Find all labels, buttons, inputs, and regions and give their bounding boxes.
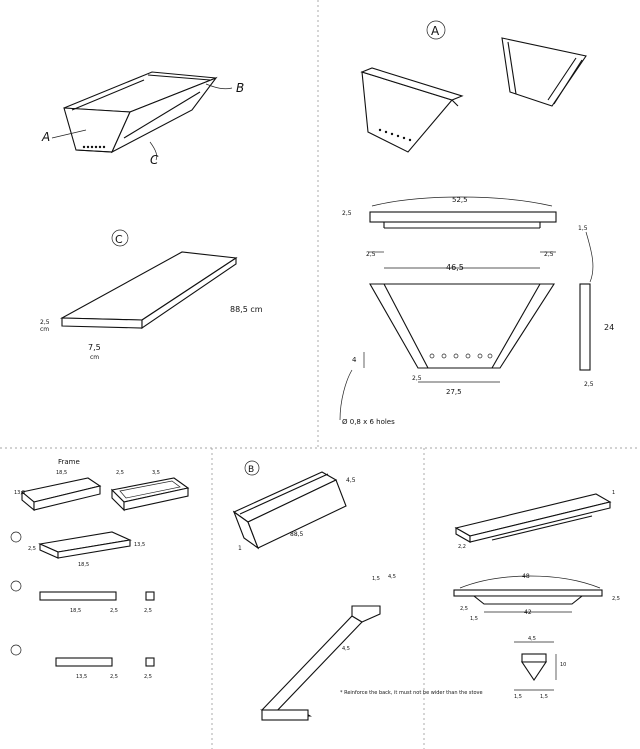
holes-leader-line <box>339 369 353 421</box>
frame-box-drawing <box>20 477 190 512</box>
frame-dim-11: 13,5 <box>76 674 87 680</box>
frame-bar-section <box>145 591 155 601</box>
right-dim-g: 2,5 <box>612 596 620 602</box>
right-dim-e: 42 <box>524 609 532 616</box>
dim-inset-right: 2,5 <box>544 251 554 258</box>
frame-dim-5: 18,5 <box>78 562 89 568</box>
part-a-side-rail-drawing <box>579 231 594 371</box>
frame-dim-3: 2,5 <box>116 470 124 476</box>
dim-top-rail-length: 52,5 <box>452 196 468 204</box>
panel-b-circle <box>244 460 260 476</box>
assembly-label-a: A <box>41 130 50 144</box>
right-profile-drawing <box>453 575 603 613</box>
panel-a-circle <box>426 20 446 40</box>
frame-dim-6: 13,5 <box>134 542 145 548</box>
part-b-dim-top: 1,5 <box>372 576 380 582</box>
frame-dim-7: 2,5 <box>28 546 36 552</box>
right-dim-h: 4,5 <box>528 636 536 642</box>
dim-height: 4 <box>352 356 357 364</box>
dim-top-rail-thickness: 2,5 <box>342 210 352 217</box>
plank-c-drawing <box>59 251 238 330</box>
part-b-strut-drawing <box>260 605 381 721</box>
frame-dim-13: 2,5 <box>144 674 152 680</box>
right-rail-drawing <box>454 493 612 543</box>
assembly-label-c: C <box>150 153 159 167</box>
dim-inner-width: 46,5 <box>446 263 464 272</box>
frame-bar-long <box>39 591 117 601</box>
frame-dim-12: 2,5 <box>110 674 118 680</box>
right-dim-a: 2,2 <box>458 544 466 550</box>
assembly-label-b: B <box>236 81 244 95</box>
frame-step-circle-3 <box>10 644 22 656</box>
frame-step-circle-1 <box>10 531 22 543</box>
right-dim-c: 48 <box>522 573 530 580</box>
dim-inset-left: 2,5 <box>366 251 376 258</box>
right-dim-k: 1,5 <box>540 694 548 700</box>
right-dim-j: 1,5 <box>514 694 522 700</box>
frame-dim-4: 3,5 <box>152 470 160 476</box>
panel-c-title: C <box>115 233 123 246</box>
part-b-dim-top-2: 4,5 <box>388 574 396 580</box>
part-b-dim-strut: 4,5 <box>342 646 350 652</box>
frame-dim-10: 2,5 <box>144 608 152 614</box>
panel-a-title: A <box>431 24 440 38</box>
part-a-back-view <box>501 37 587 107</box>
part-a-top-rail-drawing <box>369 196 557 229</box>
frame-bar-section-2 <box>145 657 155 667</box>
part-a-trapezoid-drawing <box>363 251 556 383</box>
part-b-dim-thickness: 1 <box>238 545 242 552</box>
part-b-rail-drawing <box>232 471 347 550</box>
dim-bottom-inset: 2,5 <box>412 375 422 382</box>
dim-holes-note: Ø 0,8 x 6 holes <box>342 418 395 426</box>
assembly-drawing <box>51 71 233 161</box>
right-dim-f: 1,5 <box>470 616 478 622</box>
plank-c-thickness: 2,5 <box>40 319 50 326</box>
panel-b-title: B <box>248 465 254 475</box>
frame-base-plate <box>38 531 132 559</box>
plank-c-thickness-unit: cm <box>40 326 49 333</box>
dim-side-length: 24 <box>604 323 614 332</box>
dim-bottom-width: 27,5 <box>446 388 462 396</box>
right-triangle-drawing <box>514 641 557 691</box>
part-b-dim-length: 88,5 <box>290 531 304 538</box>
frame-bar-short <box>55 657 113 667</box>
right-dim-b: 1 <box>612 490 615 496</box>
dim-side-bottom: 2,5 <box>584 381 594 388</box>
part-b-note: * Reinforce the back, it must not be wid… <box>340 690 483 696</box>
frame-dim-9: 2,5 <box>110 608 118 614</box>
plank-c-width-unit: cm <box>90 354 99 361</box>
frame-step-circle-2 <box>10 580 22 592</box>
panel-c-circle <box>111 229 129 247</box>
frame-panel-title: Frame <box>58 458 80 466</box>
right-dim-d: 2,5 <box>460 606 468 612</box>
plank-c-width: 7,5 <box>88 343 101 352</box>
frame-dim-2: 18,5 <box>56 470 67 476</box>
frame-dim-1: 13,5 <box>14 490 25 496</box>
frame-dim-8: 18,5 <box>70 608 81 614</box>
dim-side-top: 1,5 <box>578 225 588 232</box>
part-b-dim-height: 4,5 <box>346 477 356 484</box>
plank-c-length: 88,5 cm <box>230 305 263 314</box>
part-a-front-view <box>360 67 464 153</box>
right-dim-i: 10 <box>560 662 566 668</box>
